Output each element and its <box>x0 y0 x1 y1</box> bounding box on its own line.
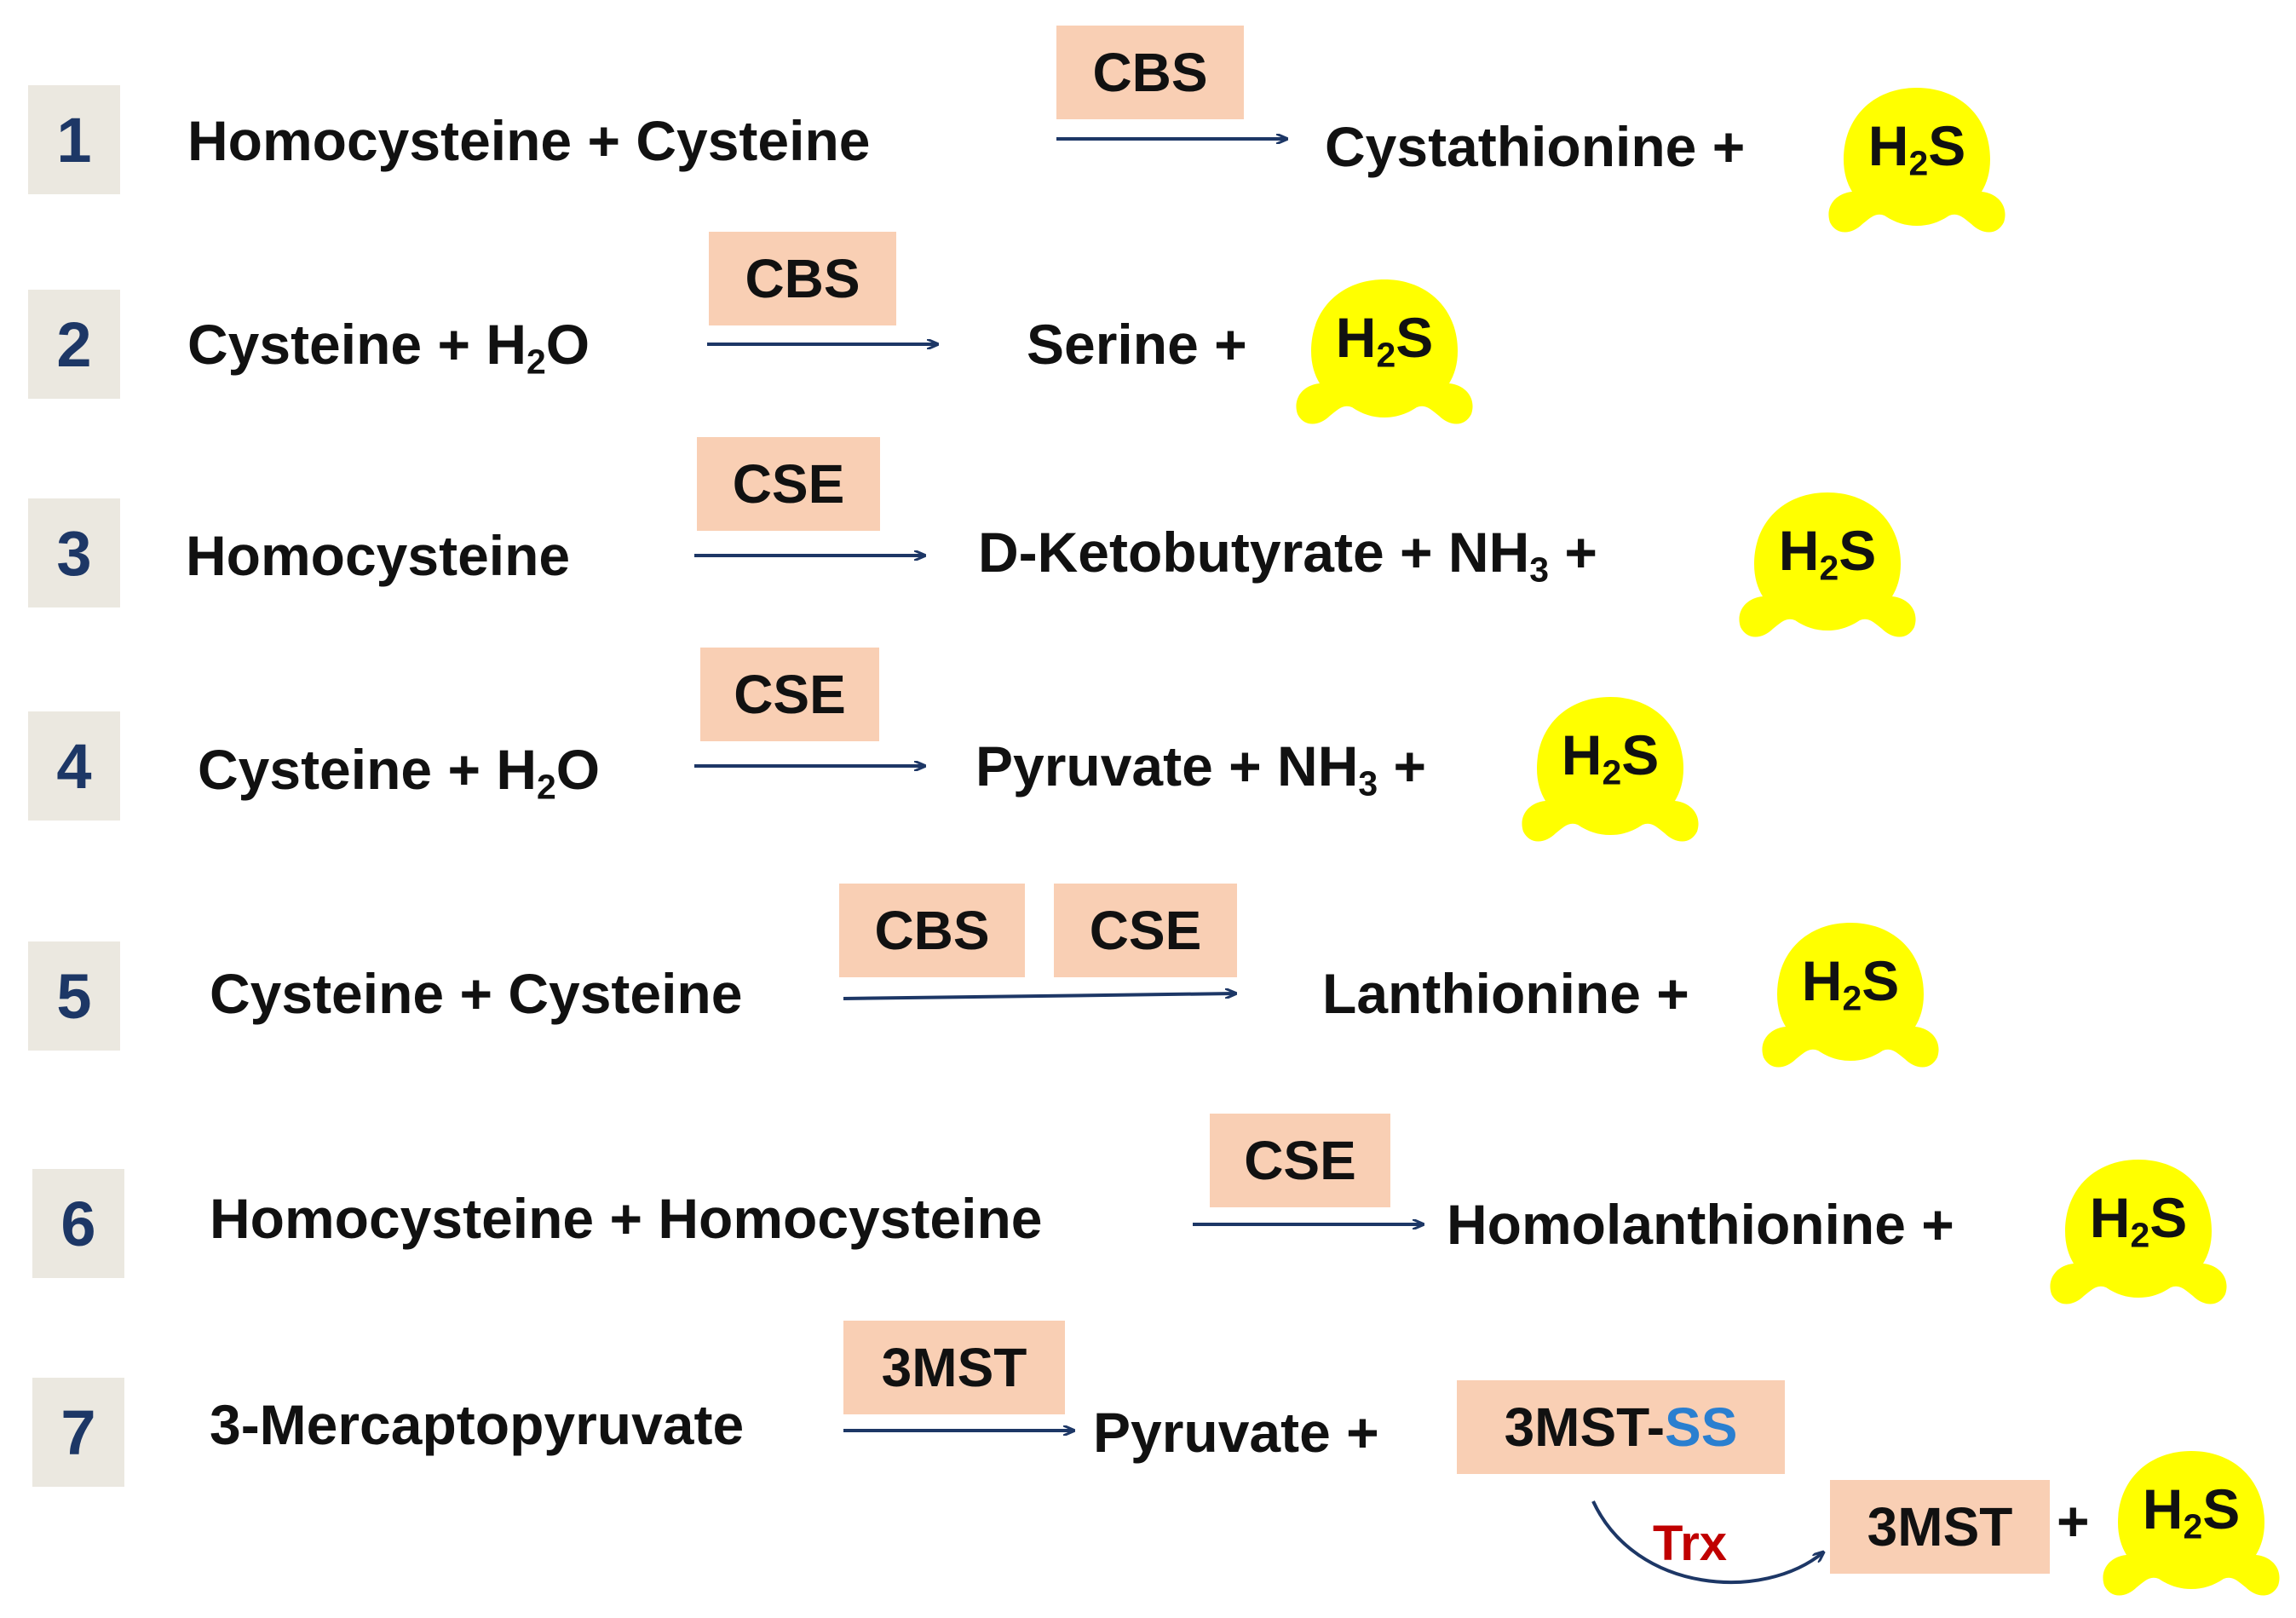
product-2: Serine + <box>1027 313 1247 376</box>
enzyme-6-cse: CSE <box>1210 1114 1390 1207</box>
product-7: Pyruvate + <box>1093 1401 1379 1464</box>
h2s-blob-2: H2S <box>1291 273 1478 426</box>
h2s-blob-7: H2S <box>2097 1444 2285 1598</box>
h2s-blob-3: H2S <box>1734 486 1921 639</box>
enzyme-2-cbs: CBS <box>709 232 896 325</box>
h2s-blob-5: H2S <box>1757 916 1944 1069</box>
h2s-label: H2S <box>1561 723 1660 792</box>
cofactor-trx: Trx <box>1653 1516 1728 1571</box>
product-6: Homolanthionine + <box>1447 1193 1954 1256</box>
enzyme-3mst-final: 3MST <box>1830 1480 2050 1574</box>
reaction-number-5: 5 <box>28 941 120 1051</box>
complex-3mst-ss: 3MST-SS <box>1457 1380 1785 1474</box>
enzyme-5-cbs: CBS <box>839 884 1025 977</box>
enzyme-3-cse: CSE <box>697 437 880 531</box>
h2s-blob-4: H2S <box>1516 690 1704 844</box>
h2s-label: H2S <box>1867 114 1966 183</box>
enzyme-5-cse: CSE <box>1054 884 1237 977</box>
arrow-trx-curve <box>1591 1500 1823 1584</box>
product-3: D-Ketobutyrate + NH3 + <box>978 521 1597 590</box>
h2s-blob-1: H2S <box>1823 81 2011 234</box>
enzyme-4-cse: CSE <box>700 648 879 741</box>
enzyme-1-cbs: CBS <box>1056 26 1244 119</box>
substrate-5: Cysteine + Cysteine <box>210 962 743 1025</box>
reaction-number-3: 3 <box>28 498 120 607</box>
arrow-5 <box>843 993 1235 1000</box>
h2s-blob-6: H2S <box>2045 1153 2232 1306</box>
h2s-label: H2S <box>1335 306 1434 375</box>
h2s-label: H2S <box>2142 1477 2241 1546</box>
substrate-7: 3-Mercaptopyruvate <box>210 1393 745 1456</box>
reaction-number-1: 1 <box>28 85 120 194</box>
substrate-1: Homocysteine + Cysteine <box>187 109 871 172</box>
substrate-2: Cysteine + H2O <box>187 313 590 382</box>
h2s-label: H2S <box>2089 1186 2188 1255</box>
substrate-4: Cysteine + H2O <box>198 738 601 807</box>
enzyme-7-3mst: 3MST <box>843 1321 1065 1414</box>
reaction-number-6: 6 <box>32 1169 124 1278</box>
reaction-number-4: 4 <box>28 711 120 821</box>
reaction-number-7: 7 <box>32 1378 124 1487</box>
product-5: Lanthionine + <box>1322 962 1689 1025</box>
h2s-label: H2S <box>1778 519 1877 588</box>
plus-final: + <box>2057 1489 2090 1552</box>
substrate-3: Homocysteine <box>186 524 571 587</box>
product-4: Pyruvate + NH3 + <box>975 734 1427 803</box>
h2s-label: H2S <box>1801 949 1900 1018</box>
product-1: Cystathionine + <box>1325 115 1746 178</box>
reaction-number-2: 2 <box>28 290 120 399</box>
substrate-6: Homocysteine + Homocysteine <box>210 1187 1043 1250</box>
